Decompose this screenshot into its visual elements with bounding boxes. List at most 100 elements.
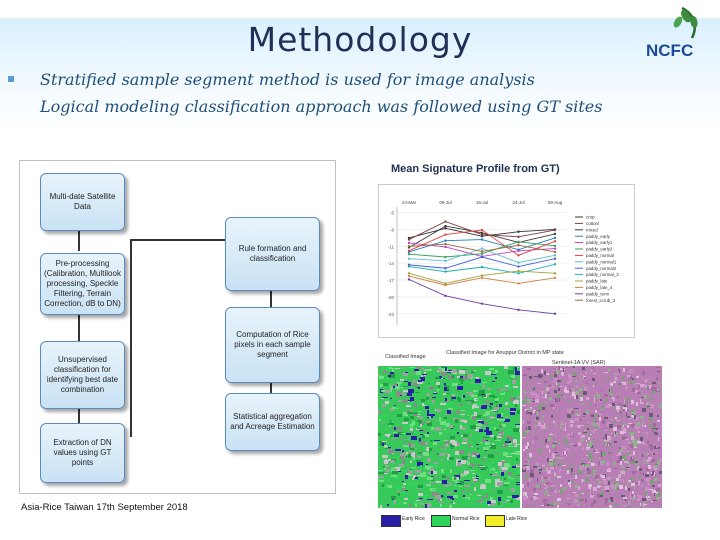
legend-label-late: Late Rice [506,516,528,522]
y-tick-label: -23 [387,312,394,317]
data-point [553,228,557,232]
legend-entry: crop [586,215,595,220]
flow-box-satellite-data: Multi-date Satellite Data [40,173,125,231]
data-point [444,282,447,285]
data-point [444,220,447,223]
data-point [407,249,411,253]
data-point [444,294,447,297]
data-point [553,254,557,257]
data-point [480,228,484,232]
y-tick-label: -5 [390,211,394,216]
data-point [553,263,557,266]
data-point [407,245,411,248]
y-tick-label: -20 [387,295,394,300]
data-point [553,247,557,250]
data-point [407,274,411,278]
caption-sentinel: Sentinel-1A VV (SAR) [552,360,606,366]
legend-swatch-normal [431,515,451,527]
flow-box-preprocessing: Pre-processing (Calibration, Multilook p… [40,253,125,315]
legend-entry: paddy_late_4 [586,285,613,290]
data-point [480,233,484,236]
legend-entry: mixed [586,227,598,232]
legend-entry: paddy_normal2 [586,266,617,271]
caption-classified: Classified Image [385,354,426,360]
y-tick-label: -17 [387,278,394,283]
data-point [407,257,411,260]
data-point [444,227,447,230]
data-point [480,231,484,235]
data-point [553,276,557,279]
data-point [444,270,447,273]
bullet-text-2: Logical modeling classification approach… [40,97,603,116]
classified-map-image [378,366,523,509]
y-tick-label: -11 [388,244,395,249]
data-point [480,235,484,238]
legend-entry: paddy_early2 [586,247,613,252]
legend-entry: paddy_normal1 [586,259,617,264]
signature-chart-panel: -5 -8 -11 -14 -17 -20 -23 24-Mar 09-Jul 16-Jul 24-… [378,184,635,338]
caption-district: Classified Image for Anuppur District in… [446,350,564,356]
signature-chart: -5 -8 -11 -14 -17 -20 -23 24-Mar 09-Jul 16-Jul 24-… [387,200,619,325]
legend-label-early: Early Rice [402,516,425,522]
logo-lettering: NCFC [646,41,693,60]
legend-entry: paddy_early [586,234,611,239]
data-point [517,249,520,253]
data-point [517,244,520,247]
data-point [407,236,411,240]
data-point [517,269,520,273]
data-point [553,257,557,260]
data-point [480,255,484,259]
legend-entry: paddy_normal_3 [586,272,619,277]
legend-entry: forest_scrub_3 [586,298,616,303]
data-point [480,302,484,305]
footer-text: Asia-Rice Taiwan 17th September 2018 [21,502,188,513]
data-point [517,272,520,275]
data-point [480,276,484,279]
bullet-text-1: Stratified sample segment method is used… [40,70,535,89]
y-tick-label: -8 [390,227,394,232]
data-point [444,239,447,242]
x-tick-label: 16-Jul [476,200,488,205]
data-point [444,233,447,236]
bullet-marker-icon [8,76,14,82]
x-tick-label: 24-Mar [402,200,417,205]
data-point [407,278,411,281]
data-point [517,240,520,244]
data-point [553,272,557,275]
data-point [480,252,484,255]
y-tick-label: -14 [387,261,394,266]
data-point [553,244,557,247]
legend-entry: paddy_early1 [586,240,613,245]
x-tick-label: 24-Jul [512,200,524,205]
data-point [407,253,411,256]
data-point [407,263,411,267]
flow-box-aggregation: Statistical aggregation and Acreage Esti… [225,393,320,451]
data-point [553,250,557,254]
data-point [517,308,520,312]
flow-box-rice-pixels: Computation of Rice pixels in each sampl… [225,307,320,383]
data-point [480,274,484,277]
flow-box-rule-formation: Rule formation and classification [225,217,320,291]
legend-entry: paddy_late [586,279,608,284]
data-point [444,259,447,263]
data-point [517,282,520,285]
header-banner [0,18,720,134]
data-point [517,230,520,233]
flow-box-unsupervised: Unsupervised classification for identify… [40,341,125,409]
legend-entry: cottonl [586,221,599,226]
slide-title: Methodology [247,20,473,59]
x-tick-label: 09-Jul [439,200,451,205]
methodology-flowchart: Multi-date Satellite Data Pre-processing… [19,160,336,494]
legend-entry: paddy_normal [586,253,614,258]
data-point [444,267,447,270]
legend-swatch-late [485,515,505,527]
data-point [480,265,484,269]
data-point [444,245,447,249]
data-point [444,283,447,287]
data-point [517,235,520,238]
data-point [517,254,520,257]
legend-label-normal: Normal Rice [452,516,480,522]
data-point [444,224,447,228]
data-point [553,232,557,236]
x-tick-label: 09-Aug [548,200,563,205]
